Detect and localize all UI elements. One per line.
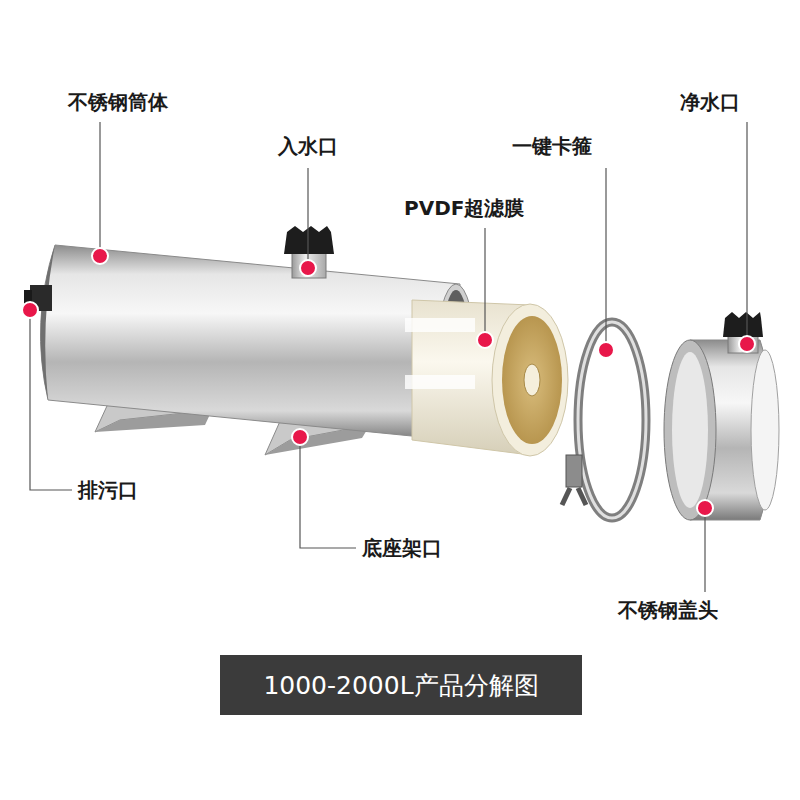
part-label: 排污口 [78,478,138,502]
part-label: 不锈钢盖头 [618,598,718,622]
clamp-ring [562,322,646,518]
part-label: PVDF超滤膜 [404,196,524,220]
part-label: 不锈钢筒体 [68,90,168,114]
caption-bar: 1000-2000L产品分解图 [220,655,582,715]
inlet-port [284,226,334,278]
part-label: 底座架口 [362,536,442,560]
part-label: 一键卡箍 [512,134,592,158]
leader-lines [30,122,747,592]
marker-dots [22,248,755,516]
steel-body [40,245,476,440]
pvdf-membrane [405,300,568,456]
caption-text: 1000-2000L产品分解图 [263,669,538,702]
part-label: 净水口 [680,90,740,114]
part-label: 入水口 [278,134,338,158]
steel-end-cap [664,312,779,520]
